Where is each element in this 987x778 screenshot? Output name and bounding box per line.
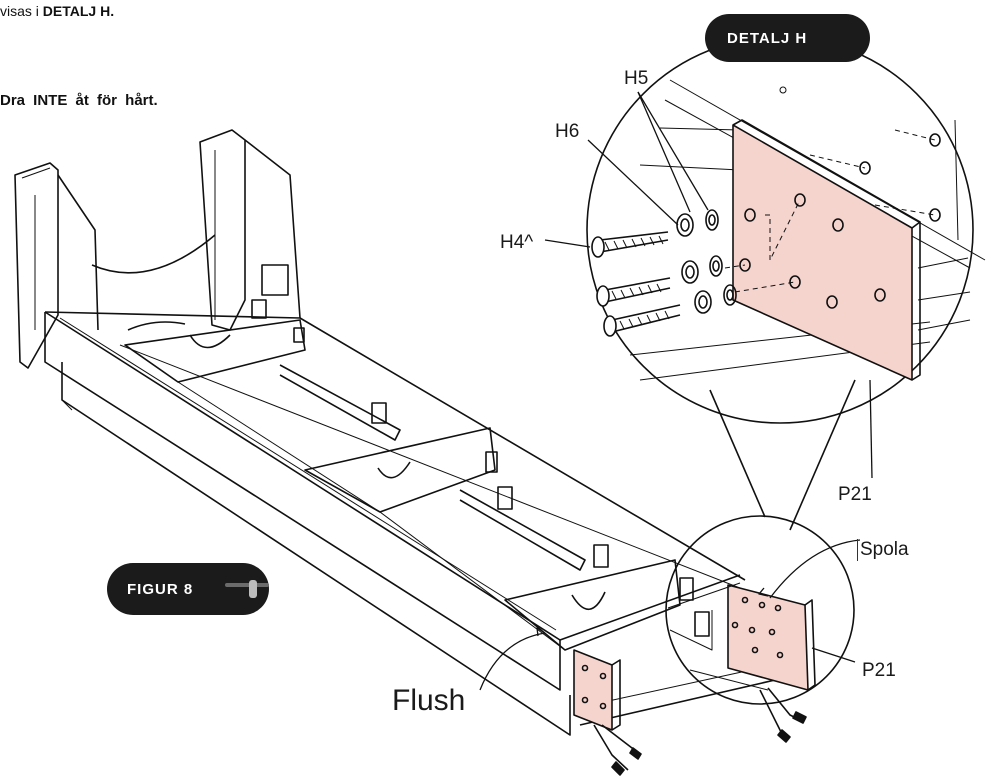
bolt-row-3 [603, 284, 737, 337]
label-p21-detail: P21 [838, 484, 872, 505]
warning-text: Dra INTE åt för hårt. [0, 92, 158, 109]
label-flush: Flush [392, 684, 466, 717]
figure-badge-dot [249, 580, 257, 598]
back-uprights [14, 129, 301, 369]
instruction-line: visas i DETALJ H. [0, 3, 114, 19]
instruction-prefix: visas i [0, 3, 39, 19]
large-detail-circle [586, 36, 986, 424]
bolt-row-1 [591, 209, 719, 258]
label-p21-small: P21 [862, 660, 896, 681]
detail-badge: DETALJ H [705, 14, 870, 62]
small-detail-circle [665, 379, 856, 743]
label-h6: H6 [555, 121, 580, 142]
front-panel [573, 649, 642, 776]
figure-badge-label: FIGUR 8 [127, 580, 194, 598]
bolt-row-2 [596, 255, 723, 307]
instruction-detail-ref: DETALJ H. [42, 3, 115, 19]
label-spola: Spola [857, 539, 909, 561]
label-h5: H5 [624, 68, 649, 89]
detail-badge-label: DETALJ H [727, 29, 808, 47]
base-frame [44, 311, 776, 736]
label-h4: H4^ [500, 232, 534, 253]
figure-badge: FIGUR 8 [107, 563, 269, 615]
leader-lines [479, 91, 873, 691]
figure-badge-stripe [225, 583, 269, 587]
